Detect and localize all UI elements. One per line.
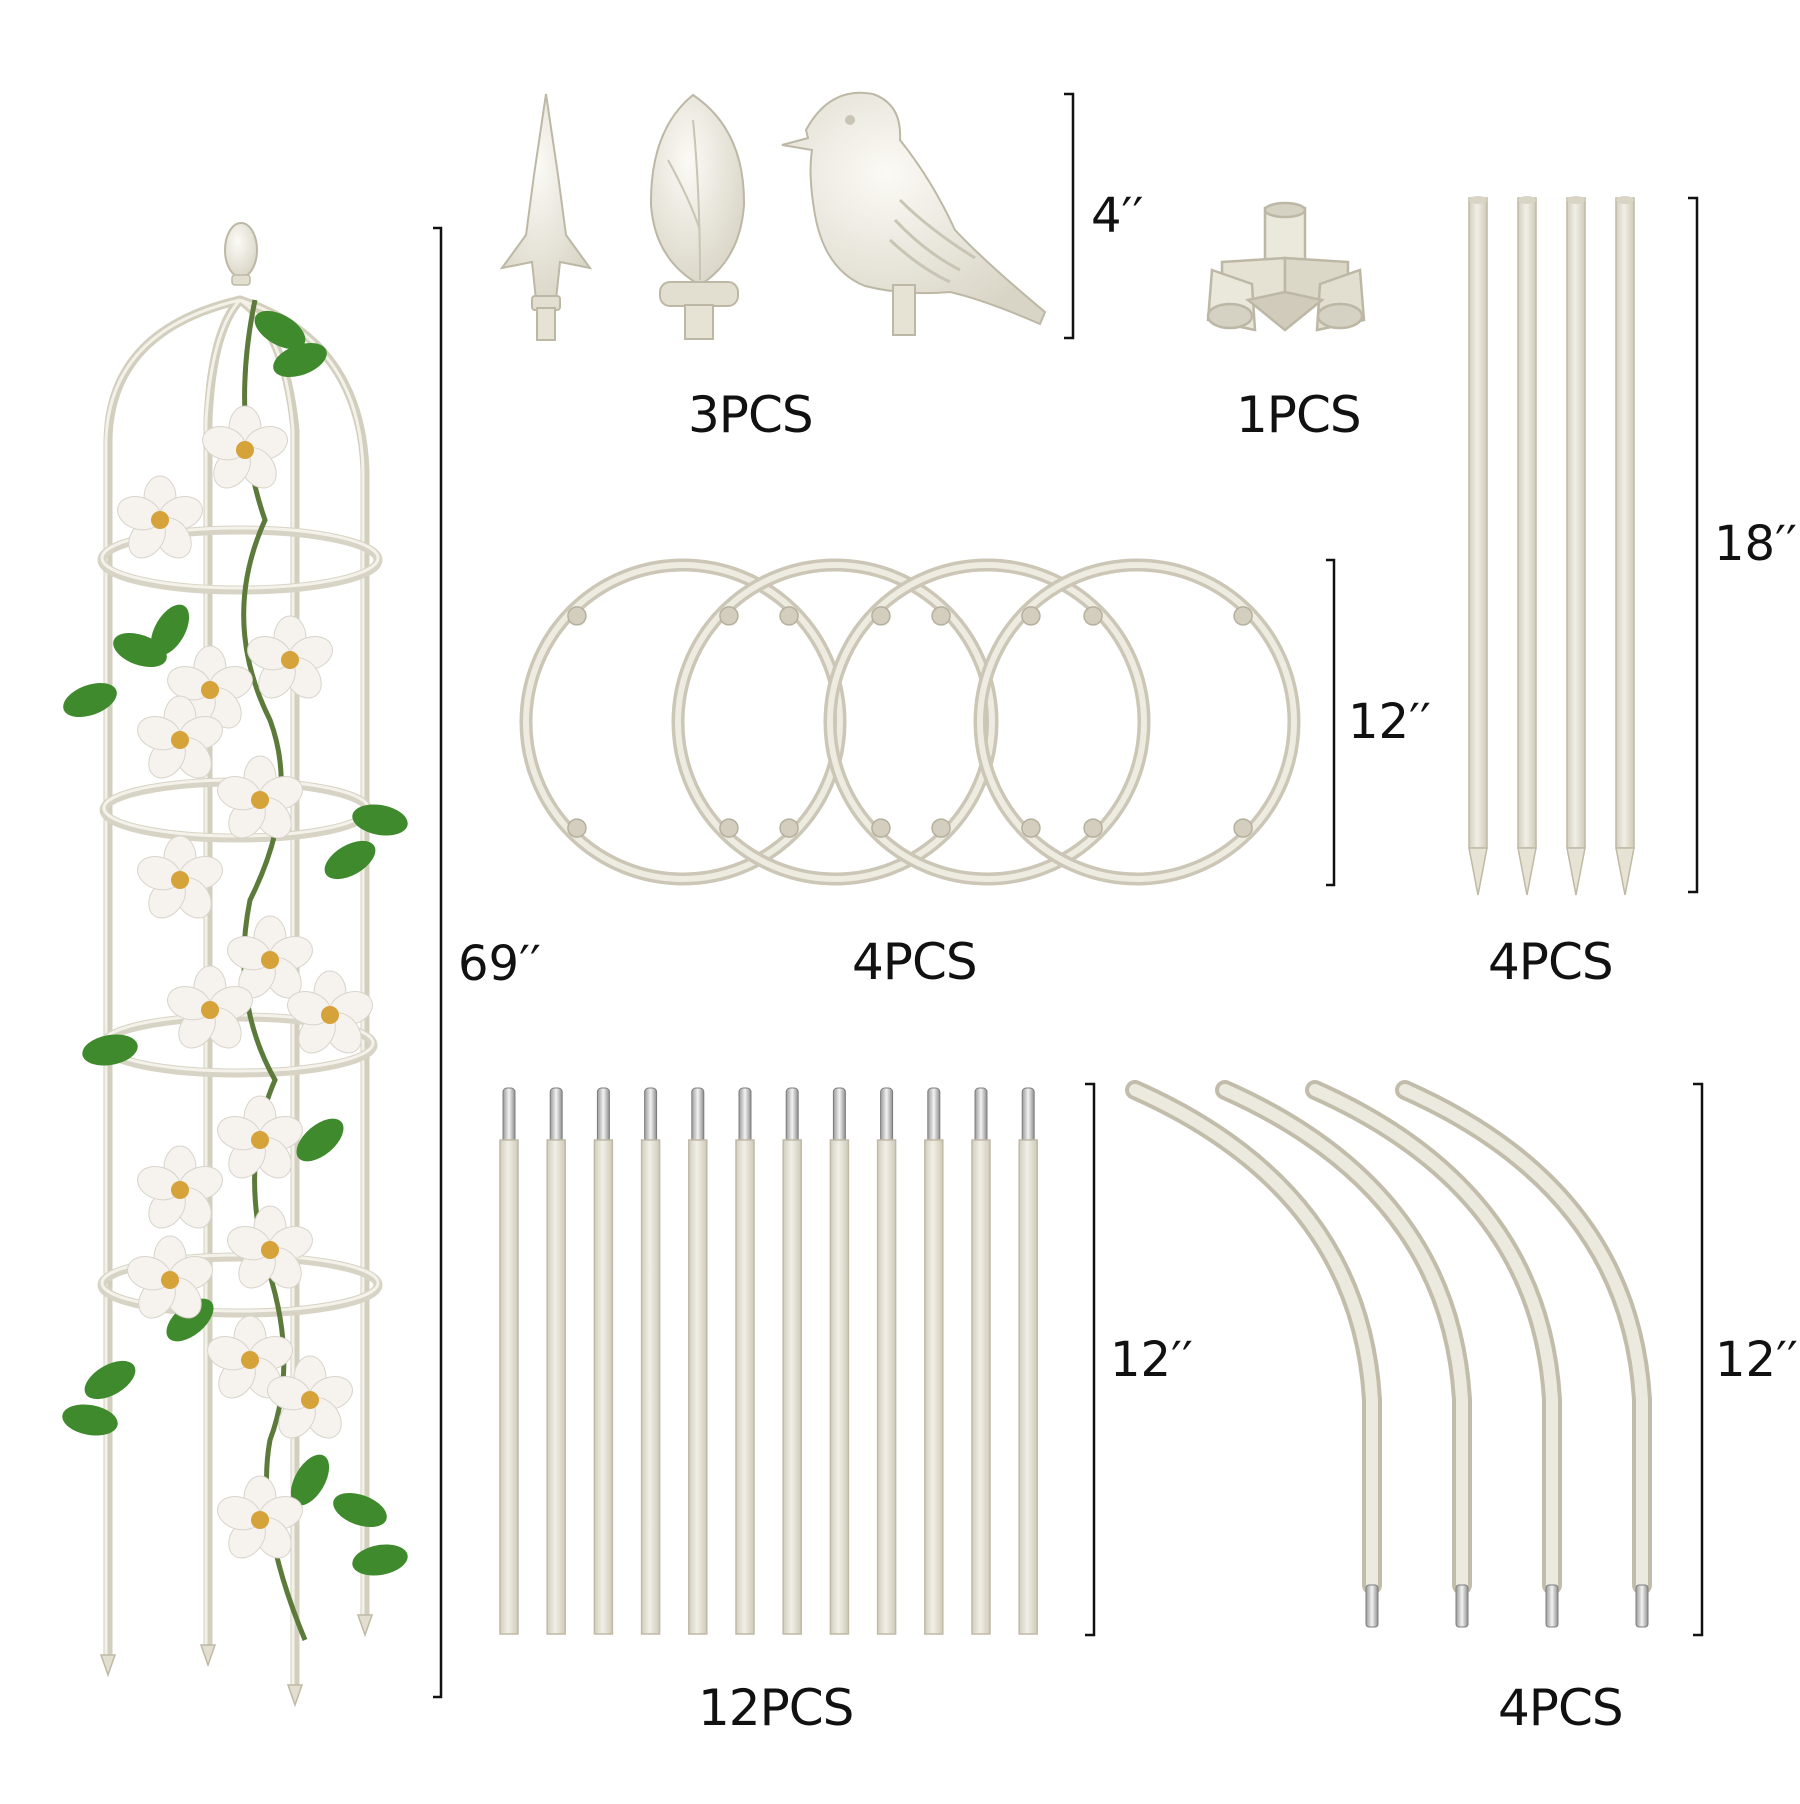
flower-icon	[137, 1145, 223, 1229]
leaf-icon	[273, 342, 327, 378]
straight-rod-icon	[1018, 1087, 1038, 1635]
curved-rod-icon	[1125, 1080, 1382, 1628]
straight-rod-icon	[735, 1087, 755, 1635]
curved-rod-icon	[1215, 1080, 1472, 1628]
finial-height-label: 4′′	[1091, 188, 1144, 244]
leaf-icon	[296, 1118, 344, 1162]
flower-icon	[287, 970, 373, 1054]
ring-diameter-bracket	[1326, 558, 1336, 887]
flower-icon	[217, 755, 303, 839]
straight-rod-icon	[688, 1087, 708, 1635]
stakes-count-label: 4PCS	[1488, 933, 1614, 991]
flower-icon	[227, 1205, 313, 1289]
curved-rod-icon	[1395, 1080, 1652, 1628]
leaf-icon	[333, 1492, 387, 1528]
trellis-assembled	[62, 222, 408, 1708]
leaf-icon	[290, 1454, 330, 1506]
curved-rods	[1125, 1080, 1652, 1628]
flower-icon	[267, 1355, 353, 1439]
straight-rod-icon	[546, 1087, 566, 1635]
flower-icon	[217, 1475, 303, 1559]
ring-hoop-icon	[823, 558, 1151, 886]
flower-icon	[217, 1095, 303, 1179]
spear-finial-icon	[499, 93, 593, 341]
ring-diameter-label: 12′′	[1348, 694, 1431, 750]
leaf-icon	[324, 840, 376, 880]
straight-rod-icon	[876, 1087, 897, 1635]
leaf-icon	[352, 804, 408, 836]
trellis-height-label: 69′′	[458, 936, 541, 992]
stake-length-label: 18′′	[1714, 516, 1797, 572]
leaf-icon	[62, 1404, 118, 1436]
curved-rod-icon	[1305, 1080, 1562, 1628]
trellis-height-bracket	[433, 226, 443, 1699]
rings-count-label: 4PCS	[852, 933, 978, 991]
flower-icon	[227, 915, 313, 999]
leaf-icon	[63, 682, 117, 718]
curved-rods-count-label: 4PCS	[1498, 1679, 1624, 1737]
straight-rod-icon	[593, 1087, 614, 1635]
straight-rod-icon	[829, 1087, 850, 1635]
straight-rod-length-label: 12′′	[1110, 1332, 1193, 1388]
ring-hoops	[519, 558, 1301, 886]
flower-icon	[207, 1315, 293, 1399]
four-way-connector-icon	[1206, 201, 1366, 332]
straight-rod-length-bracket	[1085, 1082, 1096, 1637]
stake-length-bracket	[1688, 196, 1699, 894]
connector-count-label: 1PCS	[1236, 386, 1362, 444]
finials-count-label: 3PCS	[688, 386, 814, 444]
straight-rods-count-label: 12PCS	[698, 1679, 854, 1737]
straight-rod-icon	[782, 1087, 802, 1635]
ground-stake-icon	[1615, 196, 1635, 896]
leaf-icon	[82, 1034, 138, 1066]
curved-rod-length-label: 12′′	[1715, 1332, 1798, 1388]
straight-rod-icon	[971, 1087, 991, 1635]
flower-icon	[117, 475, 203, 559]
flower-icon	[247, 615, 333, 699]
flower-icon	[137, 695, 223, 779]
vine-leaves	[62, 310, 408, 1576]
straight-rod-icon	[924, 1087, 944, 1635]
leaf-icon	[254, 310, 306, 350]
straight-rod-icon	[640, 1087, 661, 1635]
straight-rods	[499, 1087, 1038, 1635]
vine-flowers	[117, 405, 373, 1559]
bud-finial-icon	[649, 93, 746, 340]
flower-icon	[127, 1235, 213, 1319]
leaf-icon	[166, 1298, 214, 1342]
ground-stake-icon	[1468, 196, 1488, 896]
leaf-icon	[150, 604, 190, 656]
straight-rod-icon	[499, 1087, 519, 1635]
curved-rod-length-bracket	[1693, 1082, 1704, 1637]
leaf-icon	[84, 1360, 136, 1400]
ring-hoop-icon	[671, 558, 999, 886]
ground-stake-icon	[1566, 196, 1586, 896]
bird-finial-icon	[781, 91, 1047, 336]
leaf-icon	[352, 1544, 408, 1576]
ring-hoop-icon	[519, 558, 847, 886]
flower-icon	[202, 405, 288, 489]
dimension-brackets	[433, 92, 1704, 1699]
ground-stake-icon	[1517, 196, 1537, 896]
ground-stakes	[1468, 196, 1635, 896]
finial-height-bracket	[1064, 92, 1075, 340]
flower-icon	[167, 965, 253, 1049]
flower-icon	[137, 835, 223, 919]
ring-hoop-icon	[973, 558, 1301, 886]
